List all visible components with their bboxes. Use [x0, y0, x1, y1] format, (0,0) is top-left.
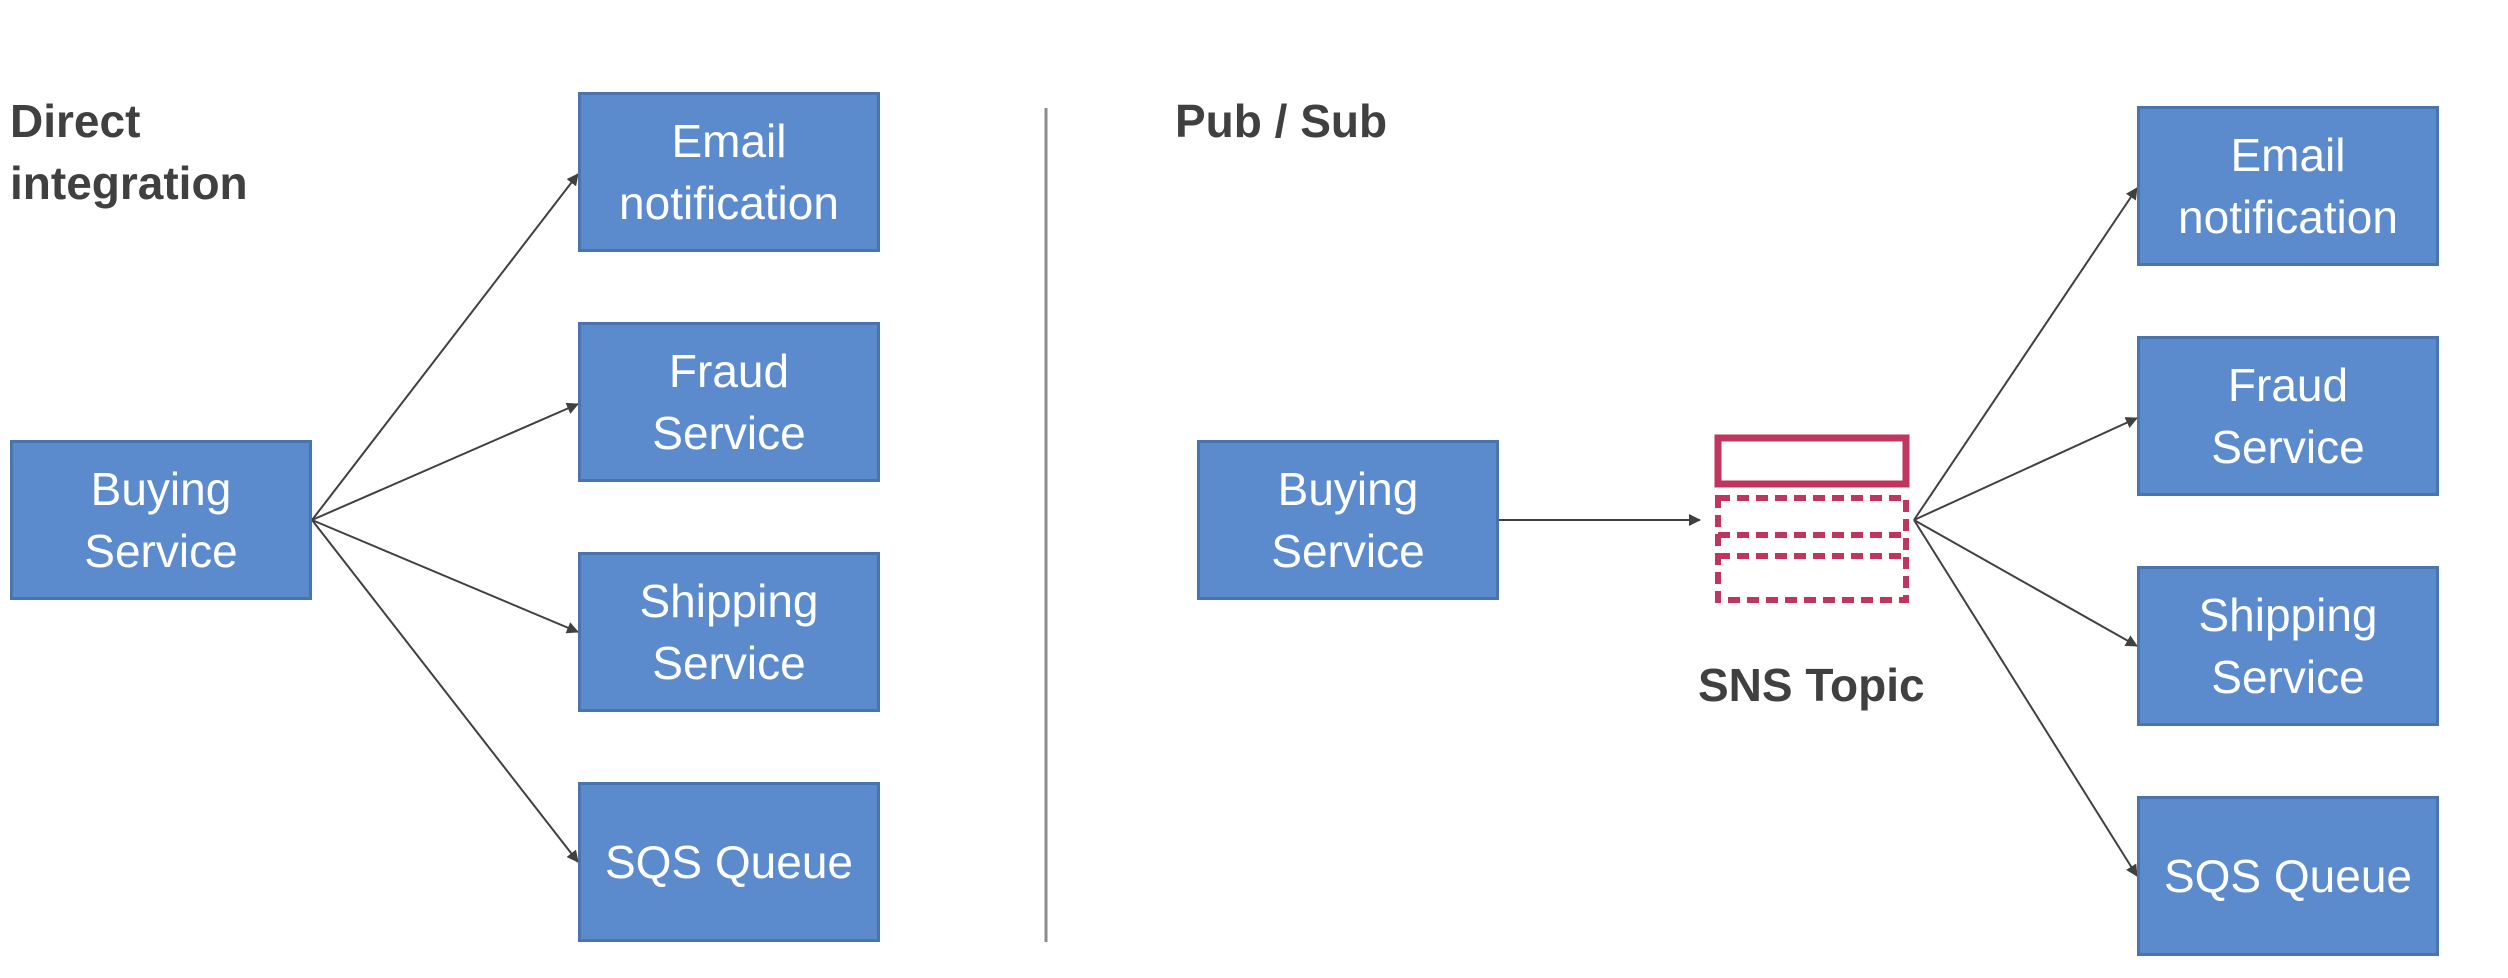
right-fraud-service-box[interactable]: Fraud Service	[2137, 336, 2439, 496]
pub-sub-title: Pub / Sub	[1175, 95, 1388, 147]
arrow-topic-email	[1913, 187, 2138, 521]
right-email-notification-box[interactable]: Email notification	[2137, 106, 2439, 266]
sns-topic-label: SNS Topic	[1698, 659, 1925, 711]
left-email-notification-label: Email notification	[619, 115, 839, 229]
arrow-topic-fraud	[1913, 417, 2138, 521]
right-fraud-service-label: Fraud Service	[2211, 359, 2365, 473]
arrow-direct-shipping	[311, 519, 579, 634]
right-buying-service-label: Buying Service	[1271, 463, 1425, 577]
left-buying-service-box[interactable]: Buying Service	[10, 440, 312, 600]
left-sqs-queue-box[interactable]: SQS Queue	[578, 782, 880, 942]
left-fraud-service-label: Fraud Service	[652, 345, 806, 459]
sns-topic-icon	[1714, 434, 1910, 603]
left-shipping-service-box[interactable]: Shipping Service	[578, 552, 880, 712]
left-shipping-service-label: Shipping Service	[639, 575, 819, 689]
right-email-notification-label: Email notification	[2178, 129, 2398, 243]
direct-integration-title: Direct integration	[10, 95, 248, 209]
arrow-direct-email	[311, 173, 579, 521]
arrow-topic-shipping	[1913, 519, 2138, 647]
left-sqs-queue-label: SQS Queue	[604, 836, 854, 888]
left-buying-service-label: Buying Service	[84, 463, 238, 577]
right-buying-service-box[interactable]: Buying Service	[1197, 440, 1499, 600]
right-sqs-queue-box[interactable]: SQS Queue	[2137, 796, 2439, 956]
arrow-topic-sqs	[1913, 519, 2138, 877]
right-sqs-queue-label: SQS Queue	[2163, 850, 2413, 902]
left-email-notification-box[interactable]: Email notification	[578, 92, 880, 252]
arrow-direct-fraud	[311, 402, 579, 521]
right-shipping-service-box[interactable]: Shipping Service	[2137, 566, 2439, 726]
left-fraud-service-box[interactable]: Fraud Service	[578, 322, 880, 482]
right-shipping-service-label: Shipping Service	[2198, 589, 2378, 703]
arrow-direct-sqs	[311, 519, 579, 863]
